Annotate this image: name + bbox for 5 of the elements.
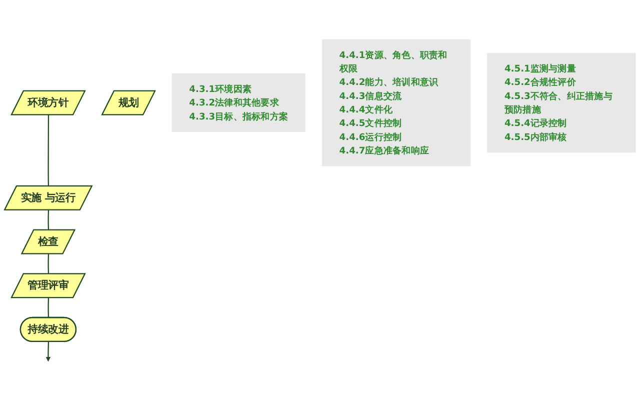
connector [48, 254, 50, 274]
connector [48, 210, 50, 230]
connector [48, 298, 50, 318]
arrow [46, 342, 51, 362]
connector [48, 115, 50, 186]
